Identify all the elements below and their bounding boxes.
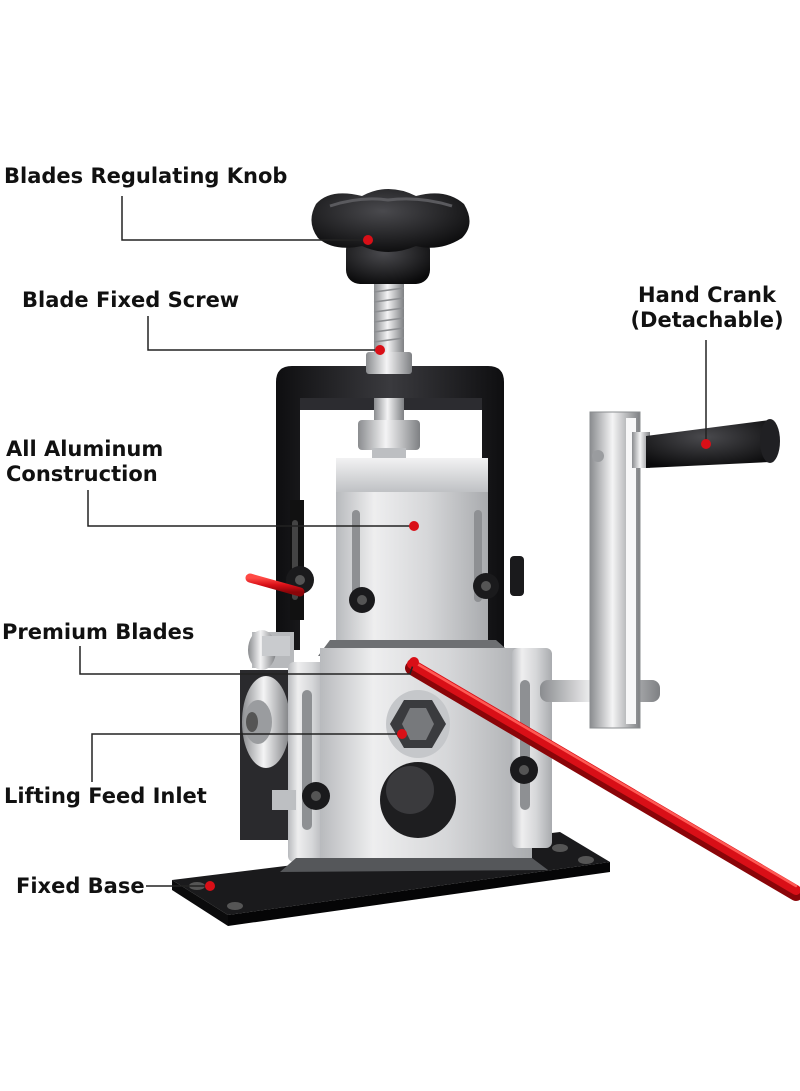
dot-crank xyxy=(701,439,711,449)
label-all-aluminum-construction: All Aluminum Construction xyxy=(6,437,163,487)
leader-knob xyxy=(121,196,368,241)
red-wire xyxy=(245,573,800,901)
dot-aluminum xyxy=(409,521,419,531)
leader-aluminum xyxy=(87,490,414,527)
dot-base xyxy=(205,881,215,891)
label-fixed-base: Fixed Base xyxy=(16,874,145,898)
dot-screw xyxy=(375,345,385,355)
label-hand-crank-line2: (Detachable) xyxy=(630,308,784,332)
lower-block xyxy=(240,630,552,872)
leader-lines xyxy=(79,196,707,887)
label-blades-regulating-knob: Blades Regulating Knob xyxy=(4,164,288,188)
label-hand-crank-line1: Hand Crank xyxy=(638,283,776,307)
adjust-screw xyxy=(358,272,420,464)
dot-blades xyxy=(409,657,419,667)
marker-dots xyxy=(205,235,711,891)
label-blade-fixed-screw: Blade Fixed Screw xyxy=(22,288,240,312)
leader-inlet xyxy=(91,733,402,782)
leader-screw xyxy=(147,316,380,351)
label-hand-crank: Hand Crank (Detachable) xyxy=(628,283,786,333)
crank-assembly xyxy=(540,411,780,729)
leader-blades xyxy=(79,646,415,675)
dot-inlet xyxy=(397,729,407,739)
label-aluminum-line2: Construction xyxy=(6,462,158,486)
dot-knob xyxy=(363,235,373,245)
regulating-knob xyxy=(311,189,470,284)
label-lifting-feed-inlet: Lifting Feed Inlet xyxy=(4,784,207,808)
label-aluminum-line1: All Aluminum xyxy=(6,437,164,461)
label-premium-blades: Premium Blades xyxy=(2,620,195,644)
